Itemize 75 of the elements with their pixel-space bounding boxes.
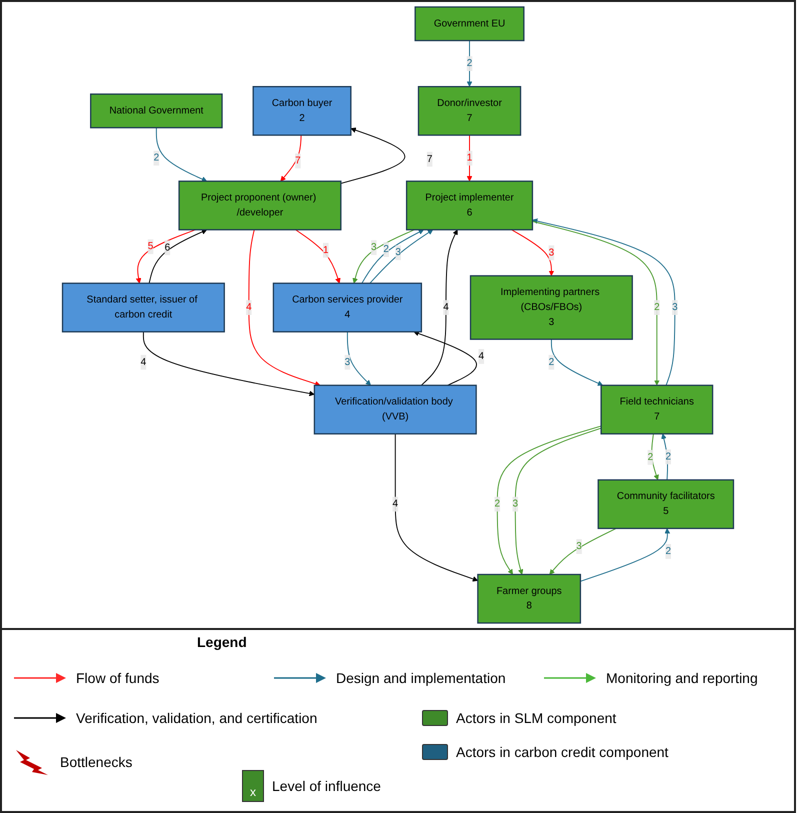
arrow	[550, 338, 603, 386]
arrow	[466, 40, 472, 87]
legend-text: Actors in SLM component	[456, 710, 616, 726]
arrow	[511, 229, 554, 276]
legend-text: Monitoring and reporting	[606, 670, 758, 686]
edge-label: 3	[371, 242, 377, 253]
arrow	[148, 229, 208, 284]
node-box: Standard setter, issuer of carbon credit	[62, 282, 225, 332]
node-box: Donor/investor 7	[418, 86, 522, 136]
arrow	[549, 528, 617, 575]
arrow	[346, 331, 371, 386]
legend-text: Level of influence	[272, 778, 381, 794]
arrow	[248, 229, 320, 386]
edge-label: 2	[648, 452, 654, 462]
arrow	[394, 433, 478, 582]
edge-label: 7	[295, 155, 301, 166]
arrow	[142, 331, 315, 396]
node-box: National Government	[90, 93, 223, 128]
edge-label: 2	[654, 302, 660, 313]
node-box: Carbon buyer 2	[252, 86, 352, 136]
arrow	[514, 428, 602, 575]
edge-label: 3	[548, 247, 554, 258]
node-box: Carbon services provider 4	[272, 282, 422, 332]
arrow	[352, 229, 415, 284]
edge-label: 1	[323, 244, 329, 256]
edge-label: 3	[512, 498, 518, 510]
legend-text: Flow of funds	[76, 670, 160, 686]
node-box: Implementing partners (CBOs/FBOs) 3	[470, 275, 633, 340]
node-box: Project implementer 6	[406, 180, 534, 230]
arrow	[295, 229, 340, 284]
arrow	[651, 433, 659, 480]
arrow	[369, 230, 434, 284]
edge-label: 1	[466, 152, 472, 164]
arrow	[156, 127, 208, 182]
legend-text: Design and implementation	[336, 670, 506, 686]
arrow	[340, 128, 406, 184]
legend-text: Actors in carbon credit component	[456, 744, 668, 760]
edge-label: 5	[148, 241, 154, 252]
edge-label: 4	[140, 356, 146, 368]
edge-label: 2	[665, 546, 671, 556]
edge-label: 4	[392, 498, 398, 510]
arrow	[361, 230, 424, 284]
edge-label: 4	[443, 302, 449, 313]
legend-text: Verification, validation, and certification	[76, 710, 318, 726]
edge-label: 3	[576, 540, 582, 552]
edge-label: 2	[548, 356, 554, 368]
node-box: Government EU	[414, 6, 524, 42]
edge-label: 3	[672, 302, 678, 313]
node-box: Farmer groups 8	[477, 574, 582, 624]
arrow	[414, 330, 477, 386]
edge-label: 2	[466, 58, 472, 69]
edge-label: 2	[494, 498, 500, 510]
edge-label: 2	[665, 451, 671, 462]
edge-label: 4	[246, 302, 252, 313]
edge-label: 3	[344, 356, 350, 368]
legend-title: Legend	[197, 634, 247, 650]
arrow	[420, 230, 458, 386]
arrow	[496, 426, 602, 575]
node-box: Field technicians 7	[600, 384, 714, 434]
arrow	[580, 528, 670, 582]
edge-label: 2	[383, 244, 389, 255]
legend-text: Bottlenecks	[60, 754, 132, 770]
edge-label: 2	[154, 152, 160, 164]
arrow	[136, 229, 196, 284]
edge-label: 6	[164, 242, 170, 253]
edge-label: 4	[478, 350, 484, 362]
edge-label: 3	[395, 247, 401, 258]
edge-label: 7	[426, 154, 432, 164]
node-box: Verification/validation body (VVB)	[314, 384, 477, 434]
influence-sample: x	[242, 770, 264, 802]
node-box: Project proponent (owner) /developer	[178, 180, 342, 230]
node-box: Community facilitators 5	[598, 479, 734, 530]
arrow	[280, 134, 302, 182]
arrow	[661, 434, 668, 480]
arrow	[466, 134, 472, 182]
